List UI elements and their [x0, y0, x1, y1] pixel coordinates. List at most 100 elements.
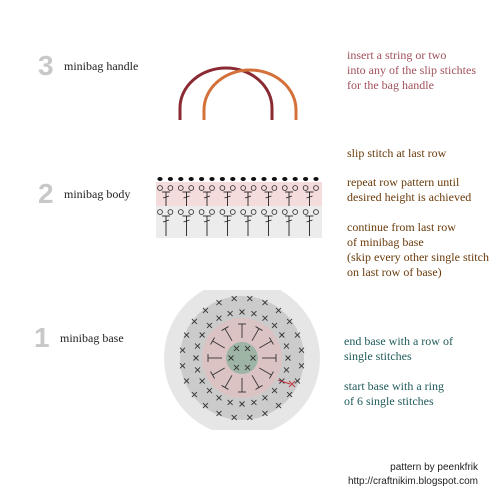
step-label: minibag base	[60, 330, 124, 345]
chain-stitch-circle	[240, 185, 246, 191]
step-2-body: 2 minibag body	[38, 180, 130, 208]
chain-stitch-circle	[167, 185, 174, 191]
chain-stitch-circle	[313, 209, 319, 215]
base-post	[251, 328, 260, 341]
single-stitch-cross	[262, 395, 268, 401]
chain-stitch-circle	[198, 209, 205, 215]
slip-stitch-dot	[271, 177, 277, 181]
chain-stitch-circle	[209, 185, 215, 191]
start-stitch-marker	[277, 379, 291, 385]
single-stitch-cross	[285, 355, 291, 361]
chain-stitch-circle	[313, 185, 319, 191]
note-line: repeat row pattern until	[347, 175, 460, 189]
single-stitch-cross	[275, 402, 282, 409]
single-stitch-cross	[183, 332, 190, 338]
slip-stitch-dot	[292, 177, 298, 181]
chain-stitch-circle	[282, 209, 288, 215]
chain-stitch-circle	[271, 209, 278, 215]
single-stitch-cross	[191, 318, 198, 325]
base-post	[212, 340, 225, 349]
note-line: single stitches	[344, 349, 412, 363]
single-stitch-cross	[262, 299, 268, 306]
base-post-bar	[210, 371, 215, 379]
single-stitch-cross	[179, 363, 186, 369]
note-handle: insert a string or two into any of the s…	[347, 48, 476, 93]
single-stitch-cross	[191, 391, 198, 398]
chain-stitch-circle	[230, 185, 236, 191]
chain-stitch-circle	[261, 209, 267, 215]
single-stitch-cross	[231, 295, 237, 302]
step-label: minibag handle	[64, 58, 139, 73]
step-number: 1	[34, 322, 50, 353]
chain-stitch-circle	[240, 209, 246, 215]
single-stitch-cross	[227, 399, 233, 406]
chain-stitch-circle	[209, 209, 215, 215]
chain-stitch-circle	[177, 185, 184, 191]
single-stitch-cross	[283, 343, 290, 349]
single-stitch-cross	[239, 401, 245, 407]
chain-stitch-circle	[250, 185, 257, 191]
single-stitch-cross	[247, 295, 253, 302]
body-stitch-symbols	[157, 177, 319, 236]
handle-arc-dark	[178, 66, 274, 120]
single-stitch-cross	[271, 387, 278, 394]
single-stitch-cross	[262, 315, 268, 321]
double-crochet-slash	[203, 219, 211, 223]
handle-illustration	[178, 66, 298, 120]
double-crochet-slash	[224, 195, 231, 199]
double-crochet-slash	[244, 219, 252, 223]
single-stitch-cross	[244, 364, 251, 371]
chain-stitch-circle	[177, 209, 184, 215]
note-line: continue from last row	[347, 220, 456, 234]
note-line: start base with a ring	[344, 379, 444, 393]
chain-stitch-circle	[250, 209, 257, 215]
double-crochet-slash	[183, 219, 190, 223]
slip-stitch-dot	[178, 177, 184, 181]
slip-stitch-dot	[219, 177, 225, 181]
note-line: on last row of base)	[347, 265, 442, 279]
single-stitch-cross	[262, 410, 268, 417]
note-body-continue: continue from last row of minibag base (…	[347, 220, 489, 280]
slip-stitch-dot	[251, 177, 257, 181]
single-stitch-cross	[179, 347, 186, 353]
base-post	[224, 375, 233, 388]
single-stitch-cross	[206, 322, 213, 329]
slip-stitch-dot	[261, 177, 267, 181]
base-post-bar	[269, 371, 274, 379]
single-stitch-cross	[298, 363, 305, 369]
chain-stitch-circle	[230, 209, 236, 215]
credit-url: http://craftnikim.blogspot.com	[347, 476, 478, 487]
single-stitch-cross	[206, 387, 213, 394]
single-stitch-cross	[202, 307, 209, 314]
base-post-bar	[255, 385, 263, 390]
chain-stitch-circle	[219, 185, 226, 191]
base-post-bar	[255, 326, 263, 331]
chain-stitch-circle	[167, 209, 174, 215]
slip-stitch-dot	[157, 177, 163, 181]
chain-stitch-circle	[188, 185, 194, 191]
slip-stitch-dot	[188, 177, 194, 181]
single-stitch-cross	[216, 395, 222, 401]
single-stitch-cross	[231, 414, 237, 421]
base-post	[224, 328, 233, 341]
chain-stitch-circle	[157, 209, 163, 215]
single-stitch-cross	[275, 307, 282, 314]
single-stitch-cross	[199, 378, 205, 384]
base-center-ring	[226, 342, 258, 374]
note-line: for the bag handle	[347, 78, 434, 92]
credit-block: pattern by peenkfrik http://craftnikim.b…	[348, 461, 478, 489]
single-stitch-cross	[244, 345, 251, 352]
chain-stitch-circle	[302, 185, 309, 191]
single-stitch-cross	[247, 414, 253, 421]
note-line: of minibag base	[347, 235, 424, 249]
double-crochet-slash	[265, 195, 272, 199]
base-stitch-symbols	[179, 295, 305, 421]
single-stitch-cross	[199, 332, 205, 338]
double-crochet-slash	[162, 195, 170, 199]
single-stitch-cross	[183, 378, 190, 384]
base-post	[251, 375, 260, 388]
slip-stitch-dot	[209, 177, 215, 181]
step-3-handle: 3 minibag handle	[38, 52, 138, 80]
single-stitch-cross	[216, 299, 222, 306]
single-stitch-cross	[250, 355, 256, 361]
